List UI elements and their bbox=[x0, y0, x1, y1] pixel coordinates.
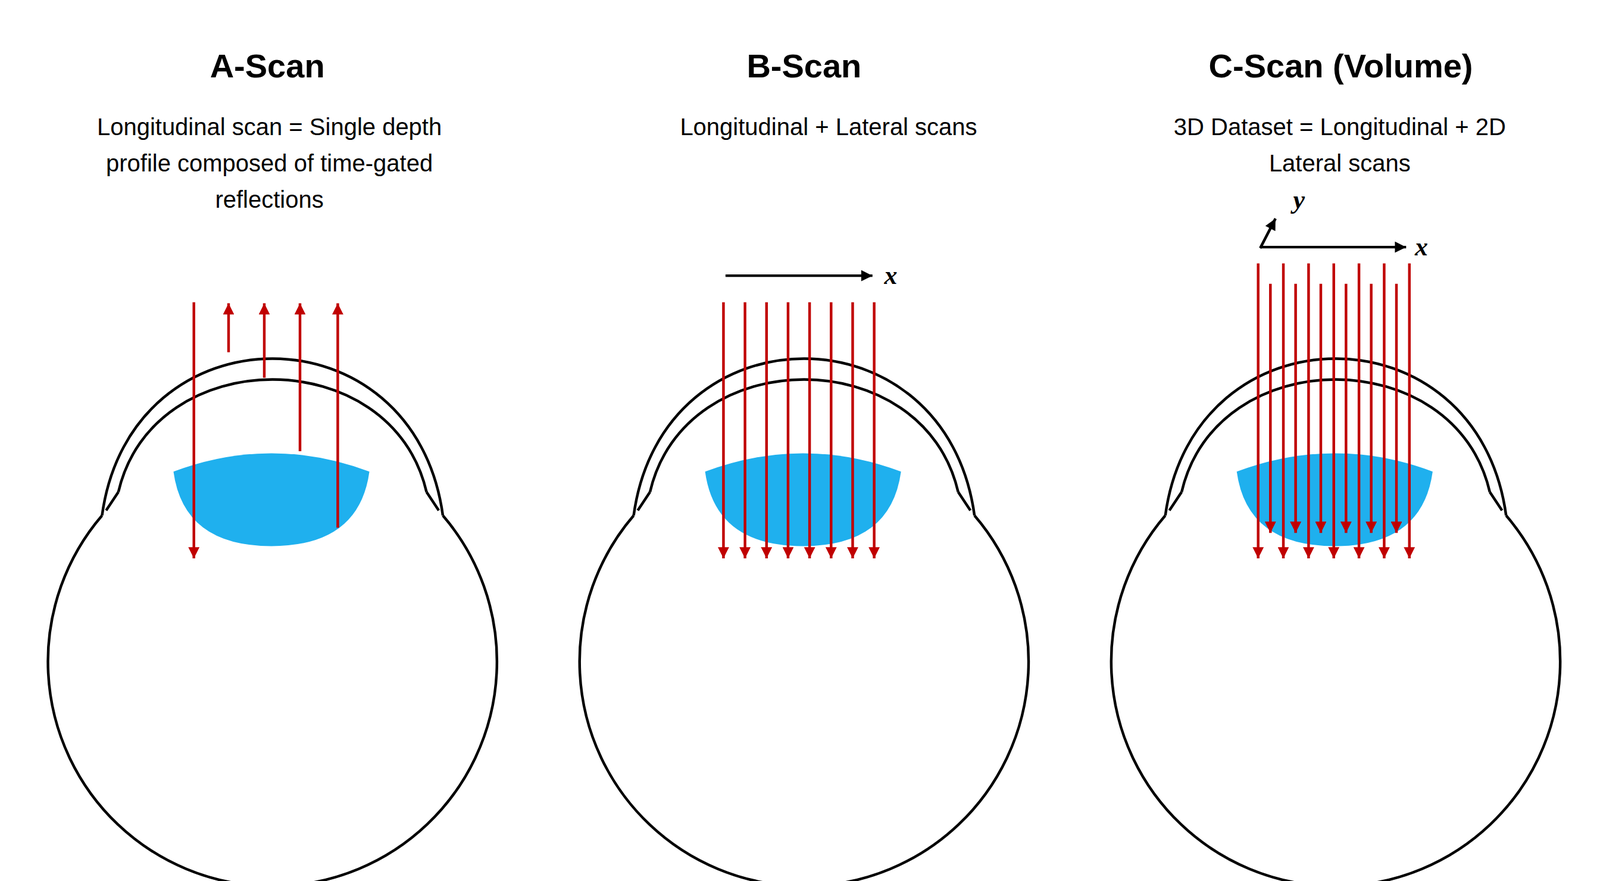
light-beam-arrow bbox=[829, 302, 833, 559]
light-beam-arrow bbox=[1319, 283, 1323, 533]
panel-heading: C-Scan (Volume) bbox=[1208, 47, 1474, 86]
eye-outline bbox=[579, 358, 1029, 881]
light-beam-arrow bbox=[1269, 283, 1272, 533]
axis-label: y bbox=[1293, 185, 1306, 215]
light-beam-arrow bbox=[1307, 263, 1310, 559]
light-beam-arrow bbox=[192, 302, 195, 559]
panel-description: 3D Dataset = Longitudinal + 2D Lateral s… bbox=[1155, 108, 1525, 182]
light-beam-arrow bbox=[765, 302, 768, 559]
light-beam-arrow bbox=[1382, 263, 1386, 559]
axis-label: x bbox=[1414, 232, 1428, 262]
panel-heading: A-Scan bbox=[210, 47, 325, 86]
light-beam-arrow bbox=[1408, 263, 1411, 559]
light-beam-arrow bbox=[1395, 283, 1398, 533]
panel-description: Longitudinal + Lateral scans bbox=[620, 108, 1037, 146]
light-beam-arrow bbox=[263, 302, 266, 378]
light-beam-arrow bbox=[298, 302, 302, 452]
light-beam-arrow bbox=[1332, 263, 1336, 559]
light-beam-arrow bbox=[336, 302, 339, 528]
light-beam-arrow bbox=[872, 302, 875, 559]
light-beam-arrow bbox=[808, 302, 811, 559]
eye-outline bbox=[48, 358, 498, 881]
axis-label: x bbox=[884, 261, 898, 290]
light-beam-arrow bbox=[1344, 283, 1348, 533]
panel-heading: B-Scan bbox=[746, 47, 862, 86]
light-beam-arrow bbox=[1369, 283, 1373, 533]
y-axis-arrow bbox=[1260, 218, 1276, 249]
light-beam-arrow bbox=[743, 302, 746, 559]
light-beam-arrow bbox=[722, 302, 725, 559]
x-axis-arrow bbox=[1260, 245, 1406, 249]
light-beam-arrow bbox=[1282, 263, 1285, 559]
light-beams bbox=[194, 263, 1410, 559]
light-beam-arrow bbox=[786, 302, 790, 559]
light-beam-arrow bbox=[1357, 263, 1361, 559]
light-beam-arrow bbox=[1256, 263, 1259, 559]
panel-description: Longitudinal scan = Single depth profile… bbox=[85, 108, 455, 218]
light-beam-arrow bbox=[851, 302, 854, 559]
eye-outline bbox=[1111, 358, 1561, 881]
light-beam-arrow bbox=[227, 302, 230, 352]
x-axis-arrow bbox=[725, 274, 873, 277]
light-beam-arrow bbox=[1294, 283, 1297, 533]
